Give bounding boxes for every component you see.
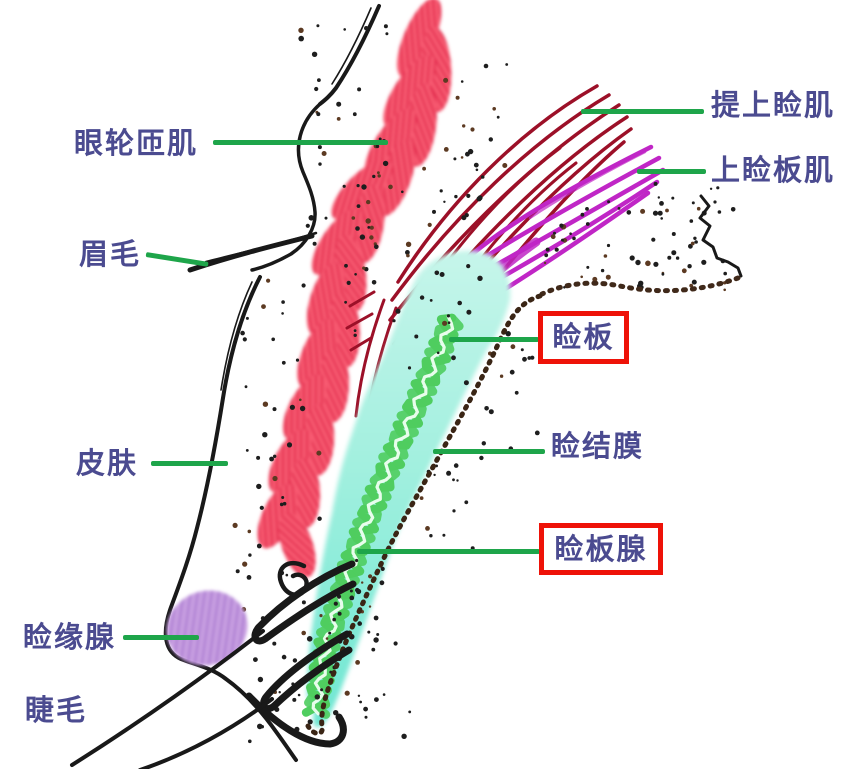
label-skin: 皮肤 xyxy=(76,446,139,480)
highlight-box-tarsal-plate: 睑板 xyxy=(538,311,629,364)
eyelash-hairs xyxy=(70,629,274,769)
pointer-line-tarsal-plate xyxy=(449,337,539,342)
pointer-line-levator xyxy=(581,109,704,114)
pointer-line-margin-gland xyxy=(123,635,199,640)
label-meibomian-gland: 睑板腺 xyxy=(554,531,648,566)
label-tarsal-plate: 睑板 xyxy=(552,320,615,354)
tarsal-plate xyxy=(306,250,511,728)
pointer-line-conjunctiva xyxy=(433,449,545,454)
marginal-gland xyxy=(166,590,248,666)
orbicularis-muscle-band xyxy=(257,0,452,578)
label-eyebrow: 眉毛 xyxy=(79,237,142,271)
label-eyelash: 睫毛 xyxy=(25,693,88,727)
pointer-line-skin xyxy=(151,461,228,466)
pointer-line-orbicularis xyxy=(213,140,388,145)
label-margin-gland: 睑缘腺 xyxy=(23,620,117,654)
conjunctiva-stipple-border xyxy=(305,194,743,736)
label-levator-muscle: 提上睑肌 xyxy=(711,88,836,122)
label-palpebral-conjunctiva: 睑结膜 xyxy=(551,429,645,463)
label-superior-tarsal-muscle: 上睑板肌 xyxy=(711,153,836,187)
pointer-line-meibomian xyxy=(357,549,540,554)
label-orbicularis-muscle: 眼轮匝肌 xyxy=(74,126,199,160)
pointer-line-tarsal-muscle xyxy=(637,169,706,174)
skin-outline xyxy=(163,4,381,762)
highlight-box-meibomian-gland: 睑板腺 xyxy=(539,523,663,575)
